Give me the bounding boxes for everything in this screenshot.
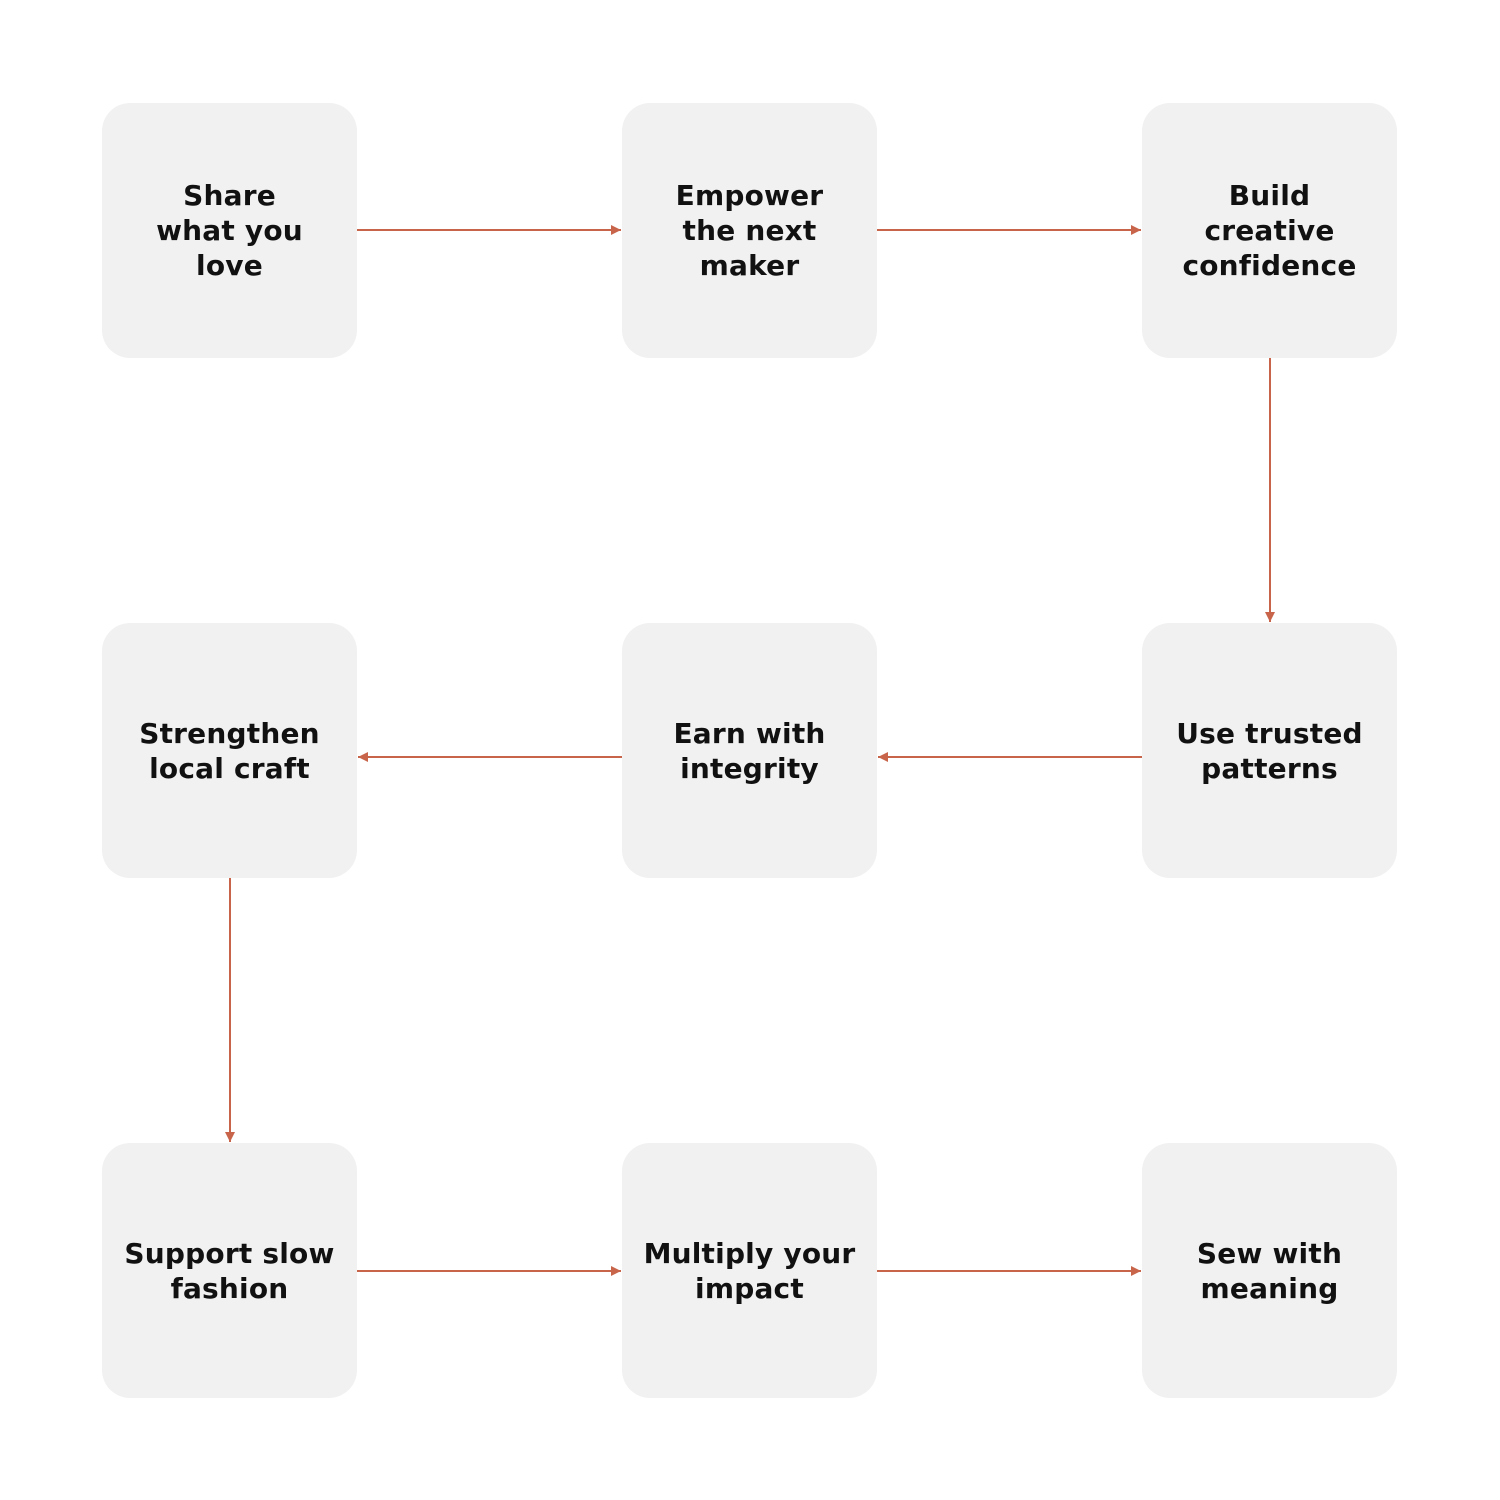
node-label: Sew with meaning <box>1196 1236 1343 1305</box>
node-label: Earn with integrity <box>673 716 826 785</box>
node-label: Multiply your impact <box>643 1236 856 1305</box>
node-support-slow-fashion: Support slow fashion <box>102 1143 357 1398</box>
node-empower-the-next-maker: Empower the next maker <box>622 103 877 358</box>
node-label: Strengthen local craft <box>139 716 320 785</box>
node-label: Share what you love <box>156 179 303 282</box>
node-label: Empower the next maker <box>675 179 824 282</box>
node-label: Support slow fashion <box>124 1236 335 1305</box>
node-strengthen-local-craft: Strengthen local craft <box>102 623 357 878</box>
node-use-trusted-patterns: Use trusted patterns <box>1142 623 1397 878</box>
node-sew-with-meaning: Sew with meaning <box>1142 1143 1397 1398</box>
node-label: Build creative confidence <box>1182 179 1357 282</box>
node-multiply-your-impact: Multiply your impact <box>622 1143 877 1398</box>
node-build-creative-confidence: Build creative confidence <box>1142 103 1397 358</box>
node-label: Use trusted patterns <box>1176 716 1363 785</box>
node-earn-with-integrity: Earn with integrity <box>622 623 877 878</box>
node-share-what-you-love: Share what you love <box>102 103 357 358</box>
